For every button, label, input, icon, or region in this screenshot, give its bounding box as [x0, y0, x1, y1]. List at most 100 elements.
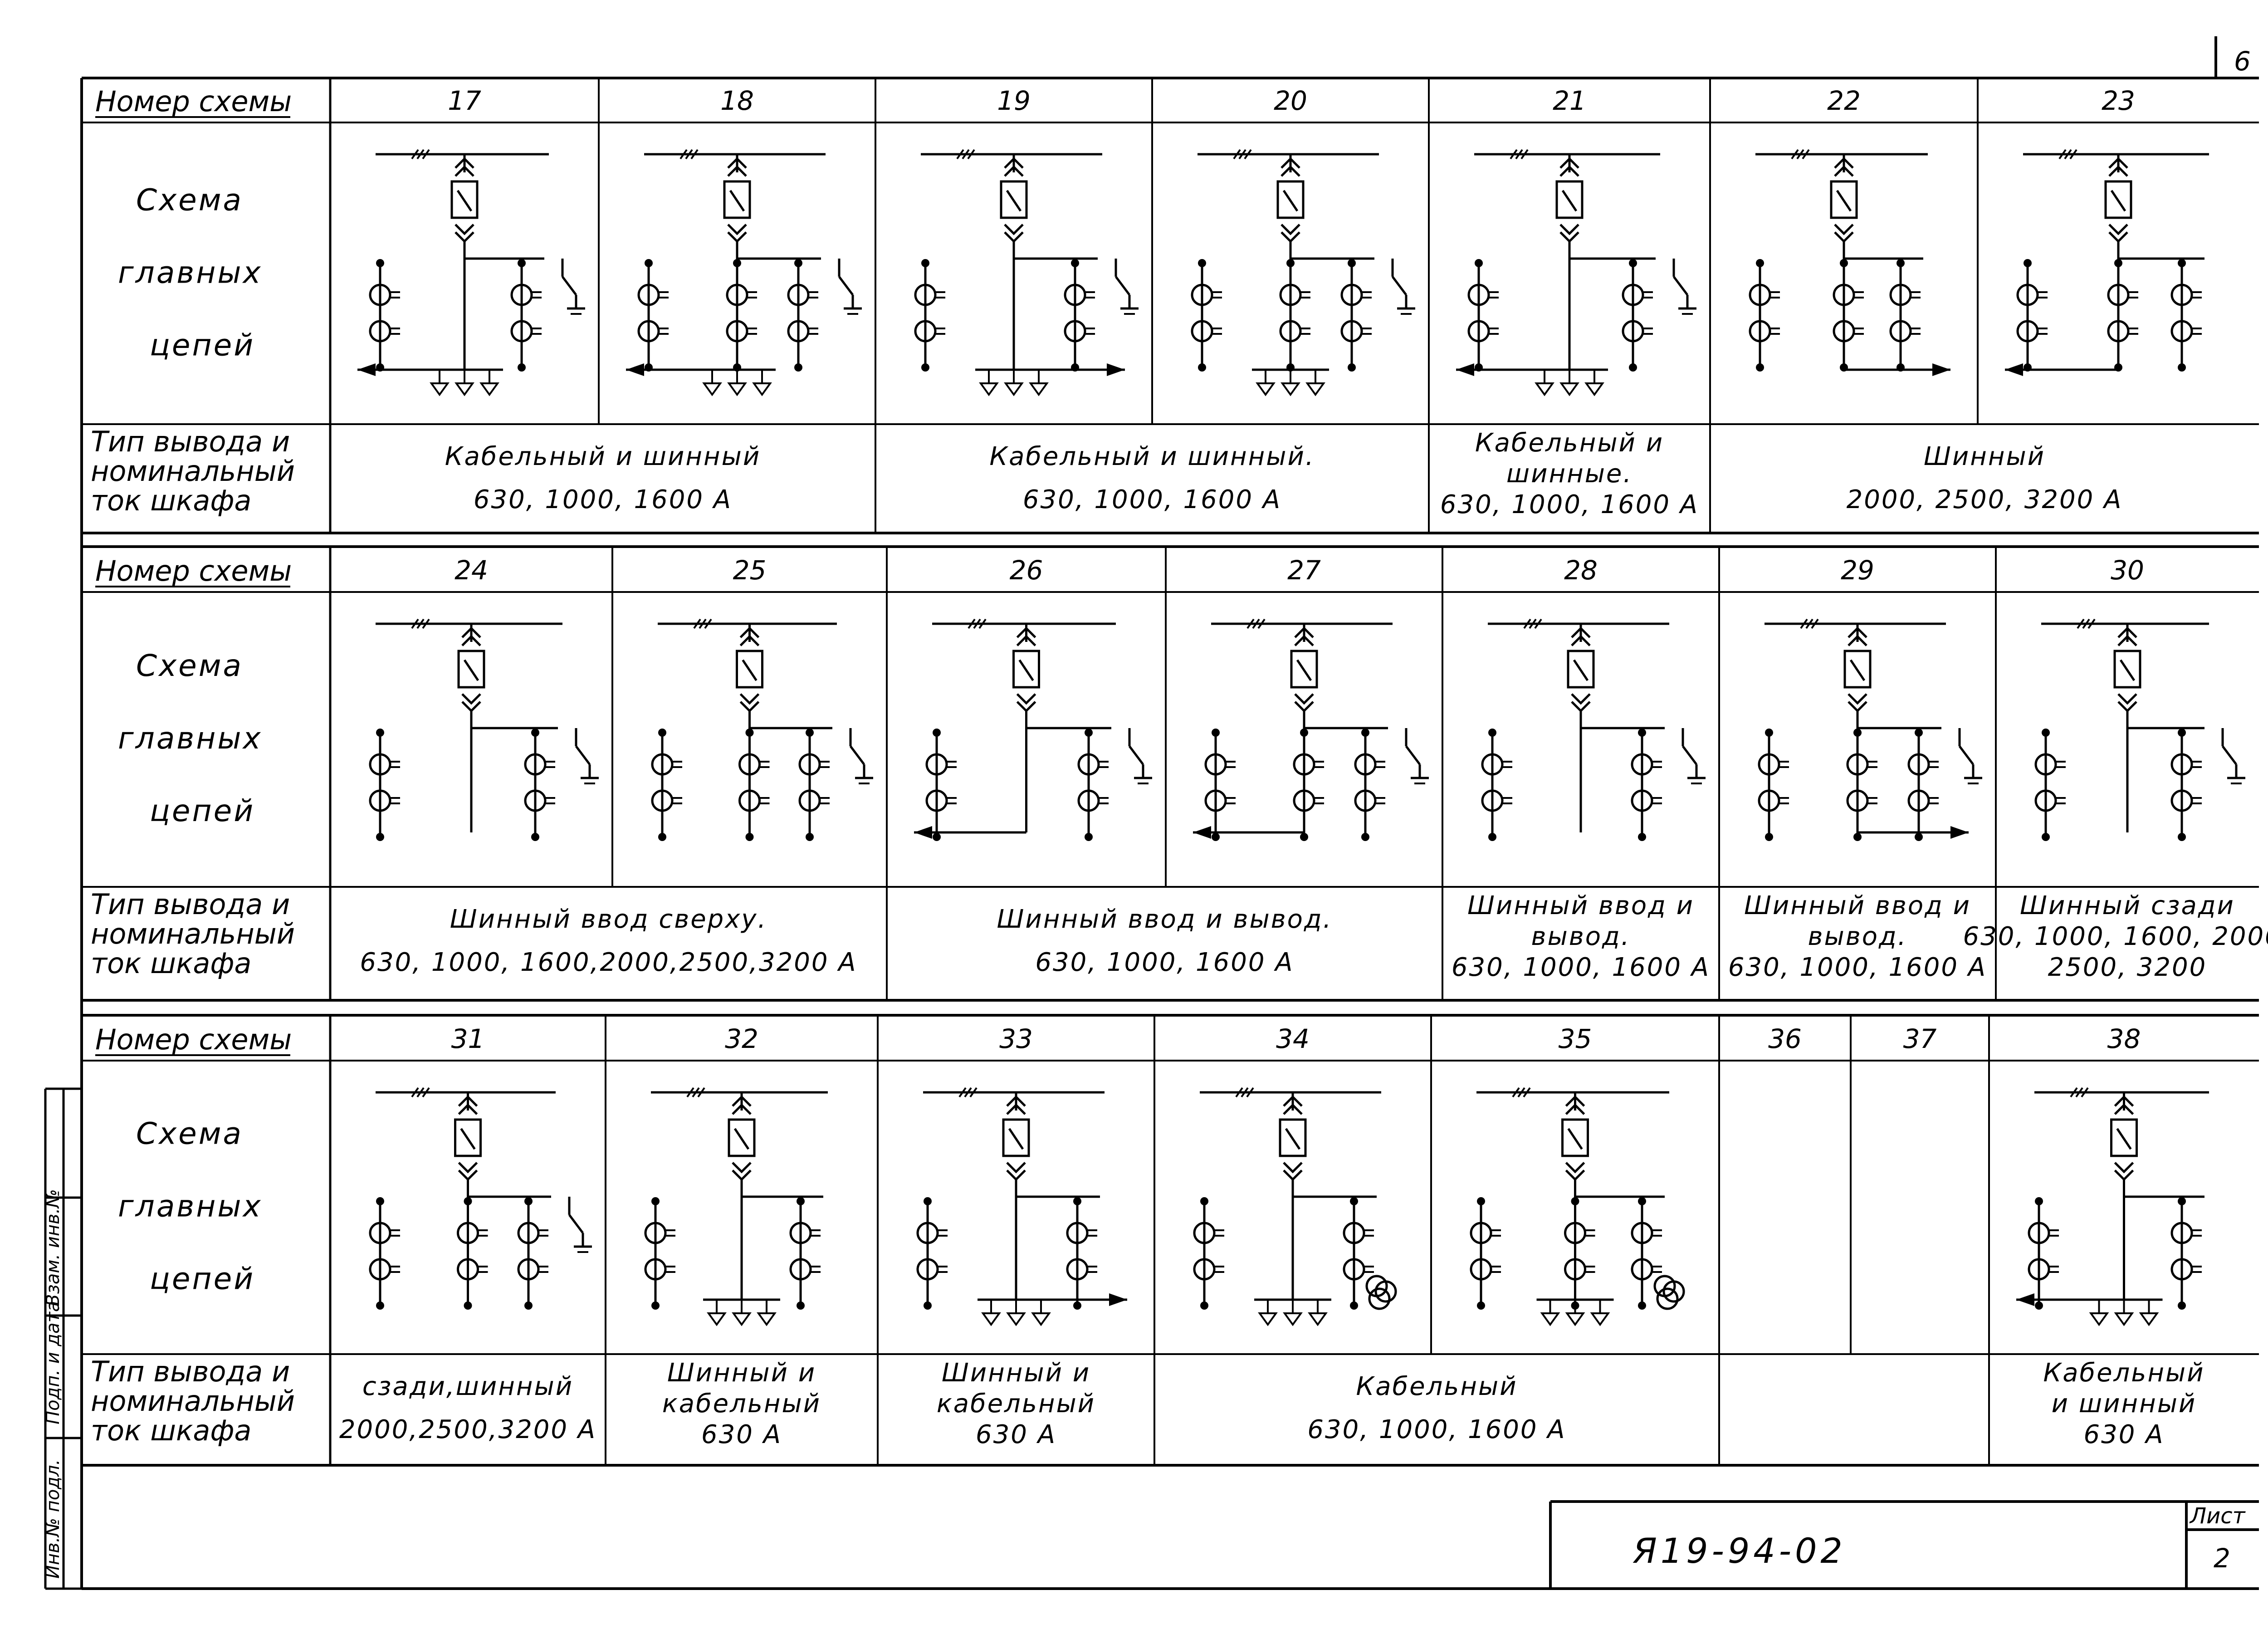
scheme-desc-3-2-2: кабельный: [662, 1389, 821, 1419]
current-transformer-symbol: [789, 1258, 821, 1281]
current-transformer-symbol: [1467, 320, 1499, 342]
voltage-transformer-symbol: [1653, 1275, 1685, 1310]
current-transformer-symbol: [1340, 320, 1372, 342]
current-transformer-symbol: [1293, 789, 1324, 812]
current-transformer-symbol: [644, 1258, 675, 1281]
label-type-3: ток шкафа: [91, 947, 251, 980]
scheme-desc-3-1-1: сзади,шинный: [362, 1372, 573, 1401]
scheme-28: [1481, 618, 1706, 841]
current-transformer-symbol: [651, 753, 682, 776]
earthing-switch-symbol: [1672, 259, 1696, 315]
scheme-desc-3-2-1: Шинный и: [667, 1358, 816, 1388]
scheme-desc-1-4-1: Шинный: [1924, 442, 2045, 471]
current-transformer-symbol: [2170, 789, 2202, 812]
earthing-switch-symbol: [1405, 728, 1429, 784]
main-busbar-symbol: [376, 1087, 556, 1098]
current-transformer-symbol: [1204, 753, 1236, 776]
cable-terminals-symbol: [1254, 1298, 1331, 1326]
scheme-desc-2-3-1: Шинный ввод и: [1467, 891, 1694, 920]
current-transformer-symbol: [510, 284, 542, 306]
scheme-desc-2-2-2: 630, 1000, 1600 А: [1035, 948, 1294, 977]
label-scheme-main-3: цепей: [150, 793, 255, 828]
current-transformer-symbol: [1622, 320, 1653, 342]
earthing-switch-symbol: [1114, 259, 1139, 315]
scheme-desc-3-5-1: Кабельный: [2043, 1358, 2204, 1388]
current-transformer-symbol: [1889, 284, 1921, 306]
scheme-number-17: 17: [448, 85, 481, 116]
scheme-20: [1191, 149, 1415, 396]
scheme-desc-2-3-2: вывод.: [1531, 922, 1630, 951]
scheme-number-31: 31: [451, 1023, 485, 1054]
label-scheme-main-1: Схема: [136, 1116, 243, 1151]
ct-pair-symbol: [1279, 259, 1310, 372]
busbar-arrow-symbol: [626, 363, 737, 376]
ct-pair-symbol: [1889, 259, 1921, 372]
cable-terminals-symbol: [975, 368, 1052, 396]
current-transformer-symbol: [1846, 789, 1877, 812]
ct-pair-symbol: [1622, 259, 1653, 372]
ct-pair-symbol: [369, 259, 400, 372]
main-busbar-symbol: [1211, 618, 1393, 629]
ct-pair-symbol: [1907, 729, 1939, 841]
earthing-switch-symbol: [1681, 728, 1706, 784]
scheme-desc-2-5-2: 630, 1000, 1600, 2000,: [1963, 922, 2268, 951]
ct-pair-symbol: [1758, 729, 1789, 841]
main-busbar-symbol: [2041, 618, 2209, 629]
scheme-number-24: 24: [455, 555, 488, 586]
current-transformer-symbol: [1191, 320, 1222, 342]
main-busbar-symbol: [658, 618, 837, 629]
label-type-1: Тип вывода и: [91, 888, 290, 921]
ct-pair-symbol: [1204, 729, 1236, 841]
label-type-3: ток шкафа: [91, 1414, 251, 1447]
scheme-desc-1-3-2: шинные.: [1506, 459, 1633, 489]
ct-pair-symbol: [798, 729, 830, 841]
sheet-frame: [80, 36, 2259, 1590]
busbar-arrow-symbol: [1857, 826, 1969, 839]
scheme-desc-2-5-3: 2500, 3200: [2048, 953, 2207, 982]
circuit-breaker-symbol: [736, 624, 763, 713]
circuit-breaker-symbol: [1002, 1092, 1030, 1181]
scheme-number-28: 28: [1564, 555, 1598, 586]
current-transformer-symbol: [2034, 753, 2066, 776]
busbar-arrow-symbol: [1844, 363, 1950, 376]
current-transformer-symbol: [1631, 1258, 1662, 1281]
scheme-desc-3-3-1: Шинный и: [942, 1358, 1090, 1388]
scheme-number-30: 30: [2111, 555, 2144, 586]
scheme-23: [2005, 149, 2209, 376]
current-transformer-symbol: [637, 320, 669, 342]
circuit-breaker-symbol: [1830, 154, 1858, 243]
current-transformer-symbol: [1622, 284, 1653, 306]
current-transformer-symbol: [798, 753, 830, 776]
current-transformer-symbol: [1846, 753, 1877, 776]
label-type-2: номинальный: [91, 1384, 295, 1418]
side-stamp-frame: [44, 1087, 82, 1590]
ct-pair-symbol: [916, 1197, 948, 1310]
cable-terminals-symbol: [1536, 1298, 1614, 1326]
stamp-inv-label: Инв.№ подл.: [43, 1459, 64, 1579]
current-transformer-symbol: [1064, 284, 1095, 306]
scheme-number-37: 37: [1903, 1023, 1937, 1054]
main-busbar-symbol: [1476, 1087, 1669, 1098]
scheme-desc-3-4-2: 630, 1000, 1600 А: [1307, 1415, 1566, 1444]
scheme-desc-2-4-1: Шинный ввод и: [1744, 891, 1971, 920]
ct-pair-symbol: [2034, 729, 2066, 841]
label-scheme-main-2: главных: [118, 721, 263, 756]
current-transformer-symbol: [738, 753, 770, 776]
label-scheme-number: Номер схемы: [95, 554, 292, 587]
current-transformer-symbol: [1293, 753, 1324, 776]
ct-pair-symbol: [2016, 259, 2048, 372]
scheme-27: [1193, 618, 1429, 841]
main-busbar-symbol: [376, 618, 562, 629]
scheme-number-36: 36: [1768, 1023, 1802, 1054]
ct-pair-symbol: [1293, 729, 1324, 841]
ct-pair-symbol: [1340, 259, 1372, 372]
busbar-arrow-symbol: [1193, 826, 1304, 839]
current-transformer-symbol: [457, 1222, 488, 1244]
ct-pair-symbol: [1077, 729, 1109, 841]
scheme-desc-2-1-1: Шинный ввод сверху.: [450, 905, 767, 934]
current-transformer-symbol: [517, 1258, 548, 1281]
current-transformer-symbol: [2016, 320, 2048, 342]
current-transformer-symbol: [1077, 753, 1109, 776]
main-busbar-symbol: [2034, 1087, 2209, 1098]
scheme-33: [916, 1087, 1127, 1326]
